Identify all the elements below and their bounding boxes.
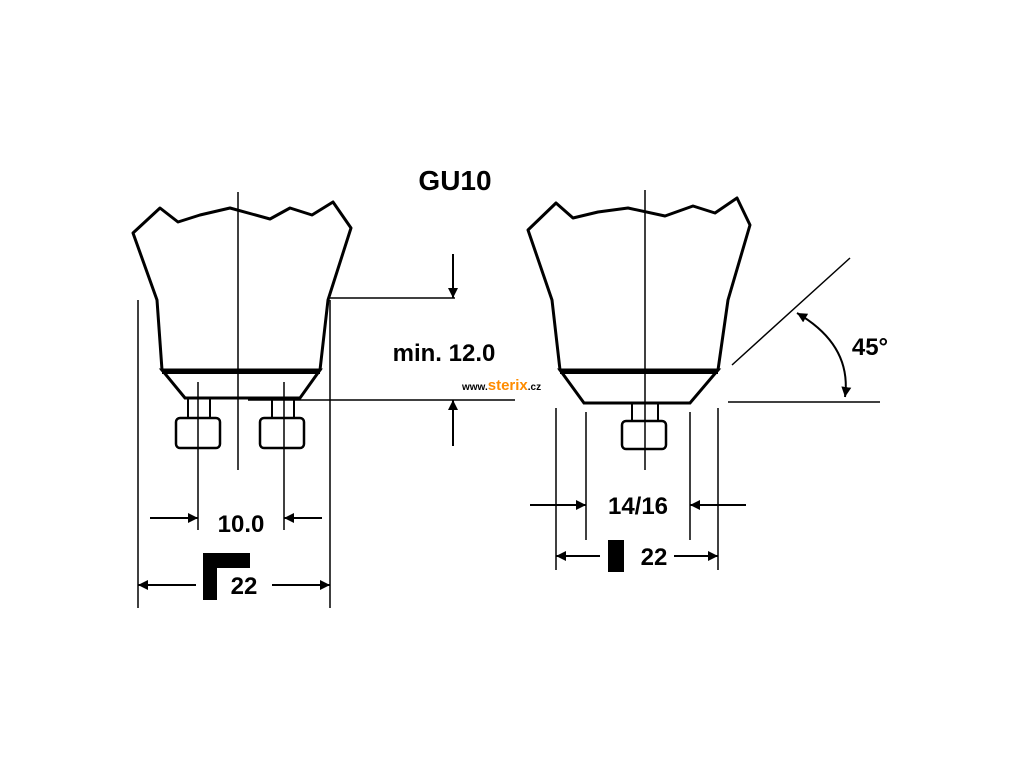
- diagram-title: GU10: [418, 165, 491, 196]
- right-extension-lines: [555, 257, 880, 570]
- pin-spacing-dimension: 10.0: [150, 511, 322, 538]
- right-base-width-dimension: 22: [556, 540, 718, 572]
- angle-arc: [796, 312, 852, 398]
- right-lamp-body: [526, 196, 752, 372]
- left-base-width-label: 22: [231, 573, 258, 600]
- left-base-width-dimension: 22: [138, 553, 330, 600]
- left-lamp-base: [158, 368, 323, 400]
- left-lamp-drawing: [131, 192, 353, 470]
- angle-label: 45°: [852, 334, 888, 361]
- base-section-icon: [608, 540, 624, 572]
- left-extension-lines: [137, 297, 515, 608]
- left-lamp-body: [131, 200, 353, 372]
- min-height-dimension: min. 12.0: [393, 254, 496, 446]
- right-lamp-drawing: [526, 190, 752, 470]
- min-height-label: min. 12.0: [393, 340, 496, 367]
- pin-diameter-label: 14/16: [608, 493, 668, 520]
- right-base-width-label: 22: [641, 544, 668, 571]
- right-pin: [620, 402, 668, 451]
- left-pin-2: [258, 397, 306, 450]
- base-profile-icon: [203, 553, 250, 600]
- right-lamp-base: [557, 368, 722, 405]
- pin-diameter-dimension: 14/16: [530, 493, 746, 520]
- pin-spacing-label: 10.0: [218, 511, 265, 538]
- watermark-logo: www.sterix.cz: [461, 377, 541, 394]
- angle-dimension: 45°: [796, 312, 888, 398]
